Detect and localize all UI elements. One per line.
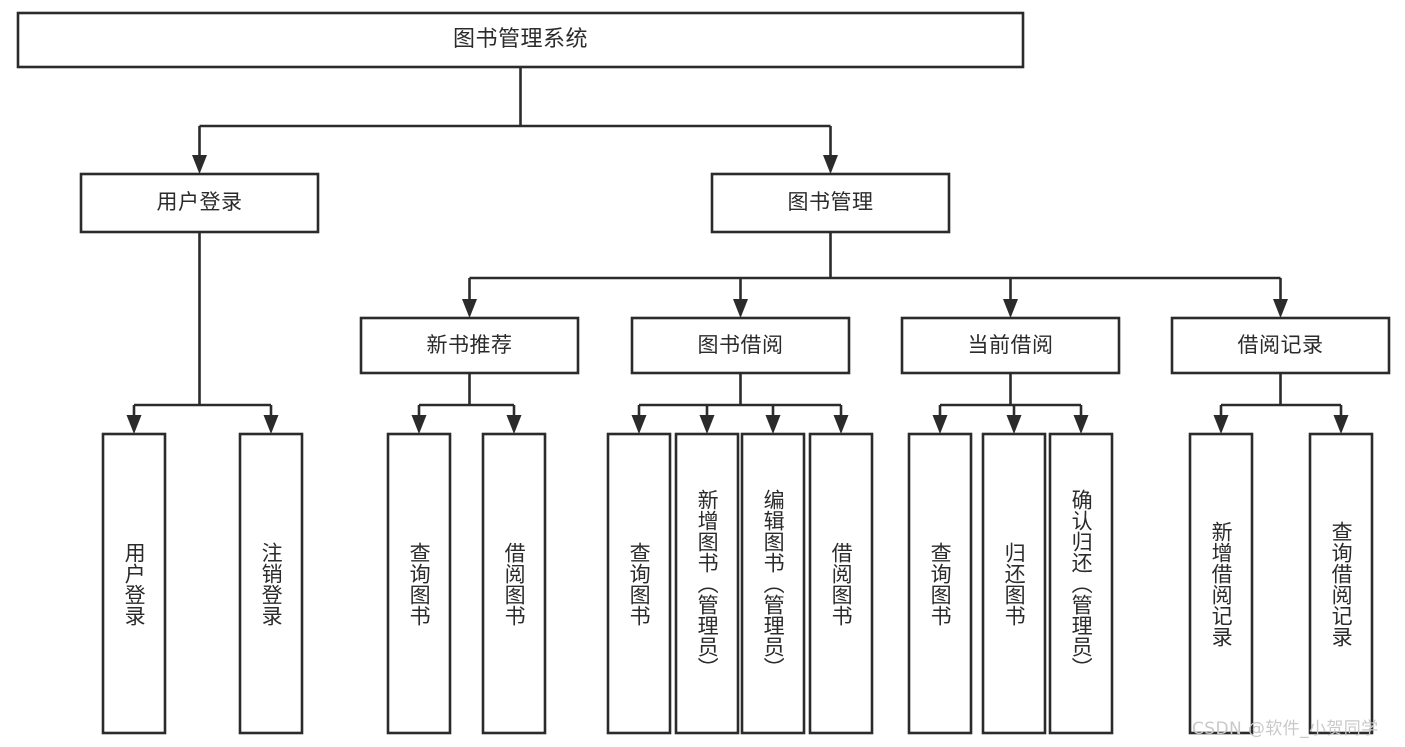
node-box-leaf-query-book-2	[606, 432, 672, 735]
node-box-current-borrow	[900, 316, 1121, 375]
arrow-head-icon	[631, 415, 647, 434]
arrow-head-icon	[192, 155, 207, 174]
node-leaf-query-book-1[interactable]	[388, 434, 450, 733]
node-leaf-borrow-book-1[interactable]	[483, 434, 545, 733]
arrow-head-icon	[833, 415, 849, 434]
node-leaf-add-record[interactable]	[1190, 434, 1252, 733]
node-leaf-query-record[interactable]	[1310, 434, 1372, 733]
node-current-borrow[interactable]	[902, 318, 1119, 373]
node-box-leaf-query-book-1	[386, 432, 452, 735]
arrow-head-icon	[1006, 415, 1022, 434]
arrow-head-icon	[126, 415, 142, 434]
node-box-book-manage	[710, 172, 951, 234]
node-box-user-login	[79, 172, 320, 234]
node-leaf-edit-book[interactable]	[742, 434, 804, 733]
node-boxes-layer	[16, 11, 1391, 735]
node-leaf-add-book[interactable]	[676, 434, 738, 733]
arrow-head-icon	[932, 415, 948, 434]
node-new-book-rec[interactable]	[361, 318, 578, 373]
arrow-head-icon	[506, 415, 522, 434]
node-box-leaf-confirm-return	[1048, 432, 1114, 735]
arrow-head-icon	[765, 415, 781, 434]
arrow-head-icon	[1003, 299, 1018, 318]
node-box-leaf-edit-book	[740, 432, 806, 735]
node-box-leaf-user-login	[101, 432, 167, 735]
arrow-head-icon	[1213, 415, 1229, 434]
arrow-head-icon	[462, 299, 477, 318]
node-leaf-return-book[interactable]	[983, 434, 1045, 733]
node-user-login[interactable]	[81, 174, 318, 232]
arrow-head-icon	[1333, 415, 1349, 434]
node-box-leaf-borrow-book-2	[808, 432, 874, 735]
arrow-head-icon	[263, 415, 279, 434]
node-box-book-borrow	[630, 316, 851, 375]
arrow-head-icon	[823, 155, 838, 174]
node-box-leaf-add-book	[674, 432, 740, 735]
node-root[interactable]	[18, 13, 1023, 67]
node-box-leaf-query-book-3	[907, 432, 973, 735]
node-box-leaf-user-logout	[238, 432, 304, 735]
arrow-head-icon	[1073, 415, 1089, 434]
node-borrow-record[interactable]	[1172, 318, 1389, 373]
connectors-layer	[126, 67, 1349, 434]
node-leaf-query-book-3[interactable]	[909, 434, 971, 733]
node-box-leaf-add-record	[1188, 432, 1254, 735]
arrow-head-icon	[699, 415, 715, 434]
node-leaf-confirm-return[interactable]	[1050, 434, 1112, 733]
node-box-leaf-borrow-book-1	[481, 432, 547, 735]
node-box-root	[16, 11, 1025, 69]
arrow-head-icon	[1273, 299, 1288, 318]
node-book-manage[interactable]	[712, 174, 949, 232]
arrow-head-icon	[733, 299, 748, 318]
node-box-borrow-record	[1170, 316, 1391, 375]
node-leaf-borrow-book-2[interactable]	[810, 434, 872, 733]
arrow-head-icon	[411, 415, 427, 434]
node-box-new-book-rec	[359, 316, 580, 375]
node-box-leaf-query-record	[1308, 432, 1374, 735]
node-leaf-user-logout[interactable]	[240, 434, 302, 733]
node-box-leaf-return-book	[981, 432, 1047, 735]
node-book-borrow[interactable]	[632, 318, 849, 373]
node-leaf-query-book-2[interactable]	[608, 434, 670, 733]
node-leaf-user-login[interactable]	[103, 434, 165, 733]
